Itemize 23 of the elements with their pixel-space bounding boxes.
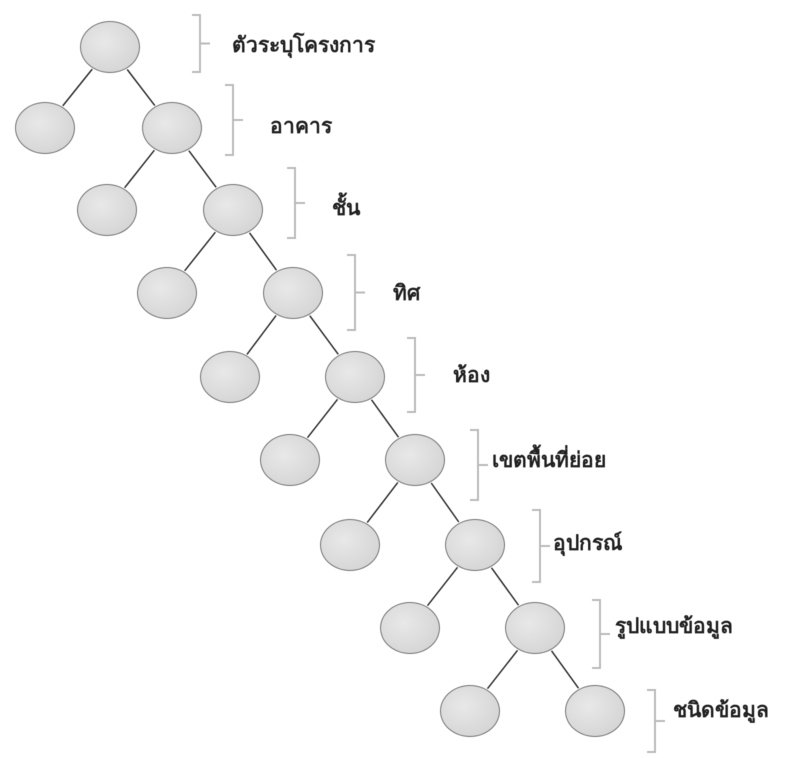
connector-line — [366, 482, 398, 523]
level-label: อุปกรณ์ — [553, 531, 622, 556]
connector-line — [306, 398, 338, 438]
connector-line — [248, 232, 278, 271]
connector-line — [490, 567, 520, 606]
level-label: ทิศ — [393, 281, 420, 306]
connector-line — [550, 650, 580, 689]
connector-line — [426, 566, 458, 606]
connector-line — [184, 232, 216, 272]
connector-line — [486, 650, 518, 690]
level-label: ชนิดข้อมูล — [673, 698, 769, 724]
connector-line — [309, 315, 339, 355]
level-label: รูปแบบข้อมูล — [615, 614, 733, 640]
connector-line — [188, 150, 217, 188]
connector-line — [430, 482, 460, 522]
connector-line — [124, 150, 155, 188]
level-label: ตัวระบุโครงการ — [232, 33, 375, 58]
connector-line — [126, 69, 156, 106]
connector-line — [62, 68, 93, 106]
connector-line — [246, 315, 277, 355]
level-label: ห้อง — [453, 363, 490, 388]
level-label: อาคาร — [270, 114, 332, 140]
connector-line — [370, 399, 400, 438]
